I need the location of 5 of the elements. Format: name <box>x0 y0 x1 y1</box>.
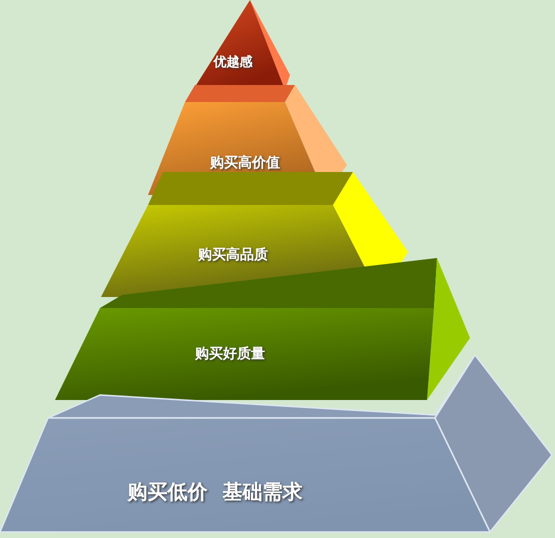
tier-label: 购买低价 基础需求 <box>128 478 302 506</box>
tier-label: 优越感 <box>214 54 252 71</box>
tier-label: 购买高品质 <box>198 246 268 264</box>
tier-label: 购买好质量 <box>195 345 265 363</box>
tier-label: 购买高价值 <box>210 154 280 172</box>
